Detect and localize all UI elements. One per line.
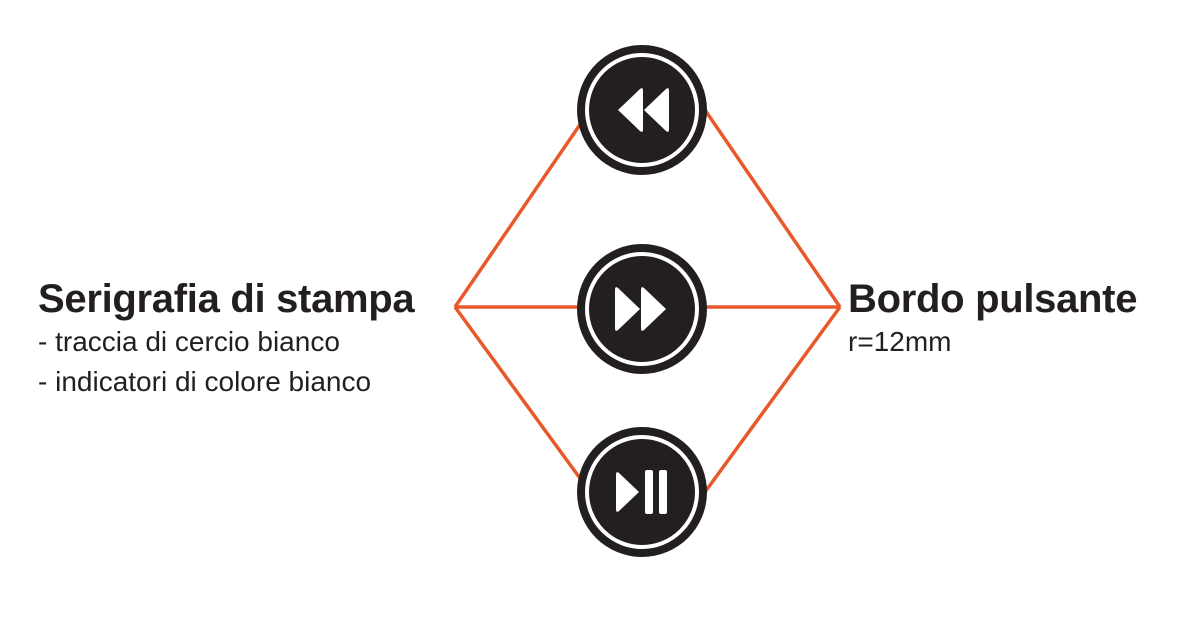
rewind-button[interactable]	[577, 45, 707, 175]
button-ring	[585, 53, 699, 167]
fast-forward-icon	[615, 287, 666, 331]
button-border-title: Bordo pulsante	[848, 277, 1138, 321]
button-ring	[585, 435, 699, 549]
fast-forward-button[interactable]	[577, 244, 707, 374]
connector-rewind-to-right	[703, 109, 842, 308]
button-ring	[585, 252, 699, 366]
button-border-label: Bordo pulsante r=12mm	[848, 276, 1137, 362]
play-pause-button[interactable]	[577, 427, 707, 557]
screen-printing-line-2: - indicatori di colore bianco	[38, 366, 372, 397]
play-pause-icon	[616, 470, 667, 514]
rewind-icon	[618, 88, 669, 132]
screen-printing-line-1: - traccia di cercio bianco	[38, 326, 340, 357]
screen-printing-label: Serigrafia di stampa - traccia di cercio…	[38, 276, 415, 402]
connector-left-to-rewind	[453, 109, 592, 308]
connector-left-to-playpause	[453, 305, 592, 494]
button-border-radius: r=12mm	[848, 326, 952, 357]
connector-playpause-to-right	[703, 305, 842, 494]
screen-printing-title: Serigrafia di stampa	[38, 277, 415, 321]
